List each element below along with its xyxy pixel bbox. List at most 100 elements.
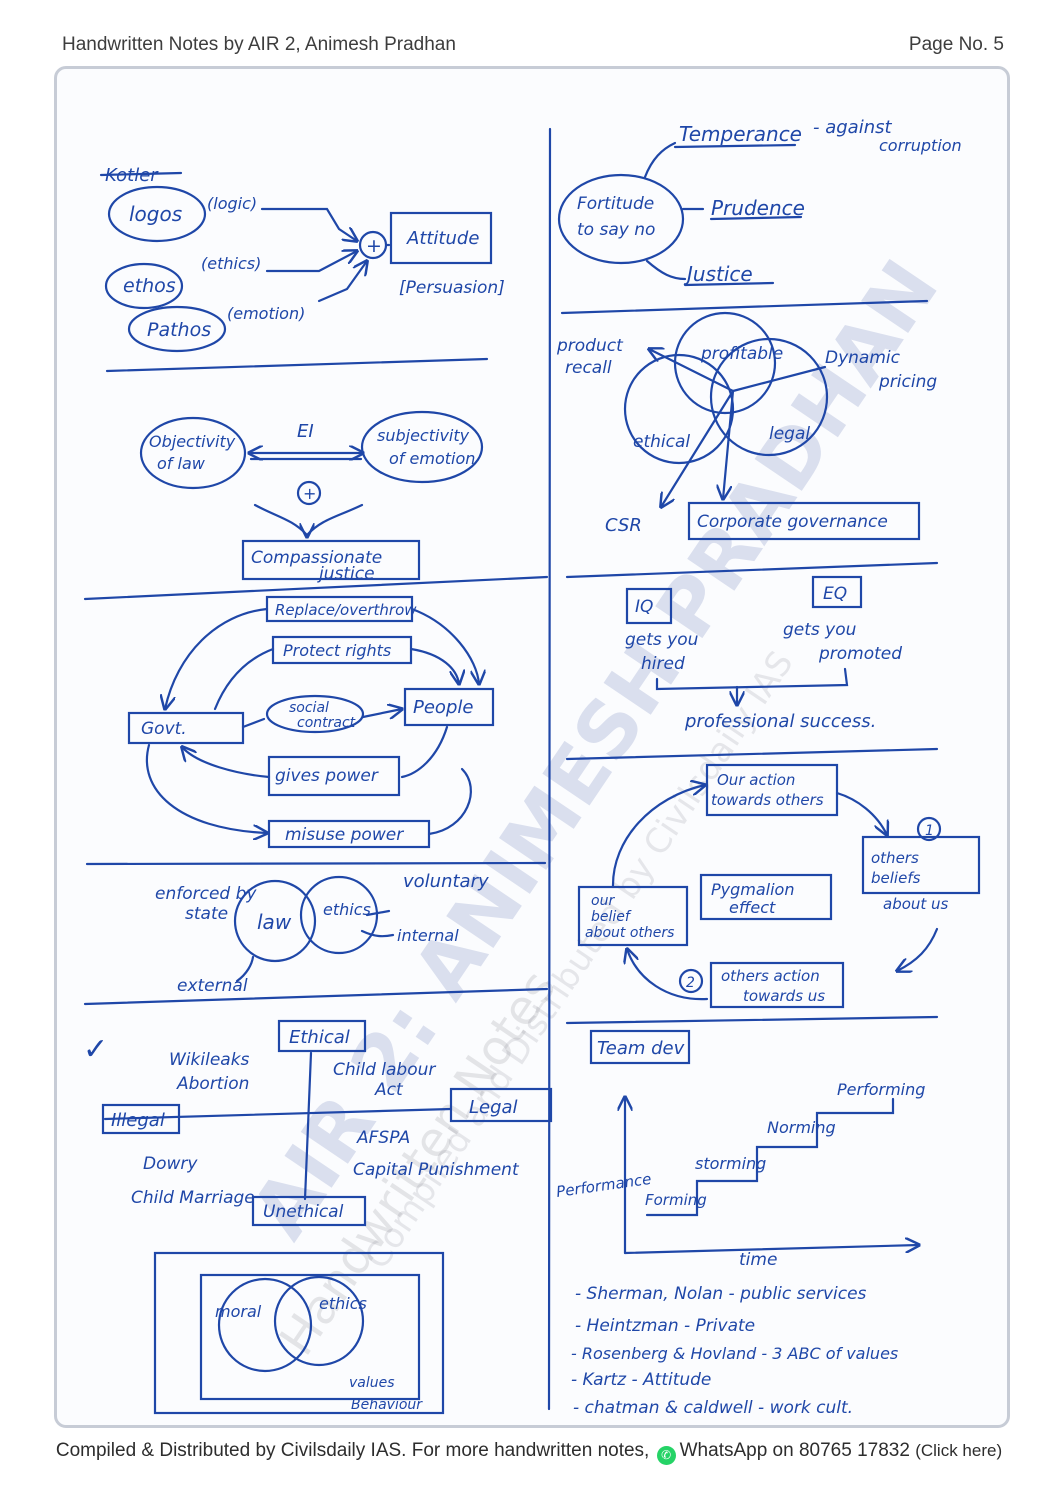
enforced-line2: state <box>185 904 228 924</box>
contract-line2: contract <box>297 715 356 731</box>
prudence-label: Prudence <box>711 196 805 220</box>
performance-axis-label: Performance <box>555 1170 652 1201</box>
logic-label: (logic) <box>207 194 257 213</box>
values-label: values <box>349 1375 395 1391</box>
thinker-5: - chatman & caldwell - work cult. <box>573 1398 853 1418</box>
ethics-legal-matrix: ✓ Ethical Illegal Legal Wikileaks Aborti… <box>83 1019 553 1227</box>
ethos-label: ethos <box>123 275 176 297</box>
eq-label: EQ <box>823 584 847 604</box>
team-dev-title: Team dev <box>597 1038 685 1059</box>
voluntary-label: voluntary <box>403 871 489 892</box>
ethics-box-label: ethics <box>319 1294 367 1313</box>
our-belief-line2: belief <box>591 909 632 925</box>
ethical-label: Ethical <box>289 1027 350 1048</box>
whatsapp-icon[interactable]: ✆ <box>656 1446 676 1465</box>
people-label: People <box>413 697 473 718</box>
others-beliefs-line3: about us <box>883 895 949 913</box>
pathos-label: Pathos <box>147 319 211 341</box>
thinker-4: - Kartz - Attitude <box>571 1370 711 1390</box>
ei-label: EI <box>297 421 314 442</box>
justice-label: justice <box>317 564 375 584</box>
afspa-label: AFSPA <box>356 1128 410 1148</box>
compassionate-label: Compassionate <box>251 548 382 568</box>
struck-word-kotler: Kotler <box>105 165 159 186</box>
subjectivity-line2: of emotion <box>389 449 475 468</box>
governance-label: Corporate governance <box>697 512 888 532</box>
professional-success-label: professional success. <box>684 711 876 732</box>
fortitude-line1: Fortitude <box>577 194 654 214</box>
legal-venn-label: legal <box>769 424 810 444</box>
thinker-3: - Rosenberg & Hovland - 3 ABC of values <box>571 1344 898 1363</box>
objectivity-line1: Objectivity <box>149 432 236 451</box>
notebook-page: AIR 2: ANIMESH PRADHAN Handwritten Notes… <box>54 66 1010 1428</box>
child-marriage-label: Child Marriage <box>131 1188 255 1208</box>
gives-power-label: gives power <box>275 766 379 786</box>
team-development-chart: Team dev Performance time Forming stormi… <box>555 1029 925 1270</box>
misuse-label: misuse power <box>285 825 404 845</box>
product-line2: recall <box>565 358 612 378</box>
our-action-line1: Our action <box>717 771 795 789</box>
pygmalion-diagram: Our action towards others 1 others belie… <box>577 763 981 1009</box>
ethics-circle-label: ethics <box>323 900 371 919</box>
pygmalion-line2: effect <box>729 898 776 917</box>
ethical-venn-label: ethical <box>633 432 690 452</box>
temperance-note-line2: corruption <box>879 136 962 155</box>
page-number: Page No. 5 <box>908 34 1004 55</box>
iq-eq-diagram: IQ EQ gets you hired gets you promoted p… <box>625 575 902 732</box>
temperance-note-line1: - against <box>813 117 892 138</box>
business-venn: product recall profitable Dynamic pricin… <box>556 311 937 541</box>
iq-note-line1: gets you <box>625 630 699 650</box>
handwritten-notes: Kotler logos (logic) ethos (ethics) Path… <box>83 117 981 1418</box>
illegal-label: Illegal <box>111 1110 165 1131</box>
iq-note-line2: hired <box>641 654 685 674</box>
our-belief-line3: about others <box>585 925 674 941</box>
protect-label: Protect rights <box>283 641 391 660</box>
abortion-label: Abortion <box>176 1074 249 1094</box>
capital-label: Capital Punishment <box>353 1160 520 1180</box>
persuasion-diagram: Kotler logos (logic) ethos (ethics) Path… <box>99 165 505 353</box>
persuasion-label: [Persuasion] <box>399 278 505 298</box>
logos-label: logos <box>129 202 182 226</box>
others-action-line2: towards us <box>743 987 825 1005</box>
thinker-2: - Heintzman - Private <box>575 1316 755 1336</box>
plus-sign: + <box>366 235 382 257</box>
thinker-1: - Sherman, Nolan - public services <box>575 1284 867 1304</box>
eq-note-line1: gets you <box>783 620 857 640</box>
subjectivity-line1: subjectivity <box>377 426 470 445</box>
dynamic-line1: Dynamic <box>825 348 901 368</box>
whatsapp-link[interactable]: WhatsApp on 80765 17832 <box>679 1440 910 1461</box>
eq-note-line2: promoted <box>818 644 902 664</box>
virtues-diagram: Temperance - against corruption Fortitud… <box>557 117 962 287</box>
law-label: law <box>257 910 292 934</box>
enforced-line1: enforced by <box>155 884 257 904</box>
footer-text: Compiled & Distributed by Civilsdaily IA… <box>55 1440 650 1461</box>
objectivity-line2: of law <box>157 454 206 473</box>
document-title: Handwritten Notes by AIR 2, Animesh Prad… <box>62 34 456 55</box>
ethics-label: (ethics) <box>201 254 261 273</box>
dividers <box>83 127 939 1411</box>
others-beliefs-line1: others <box>871 849 919 867</box>
fortitude-line2: to say no <box>577 220 655 240</box>
others-action-line1: others action <box>721 967 820 985</box>
social-contract-diagram: Replace/overthrow Protect rights Govt. s… <box>127 595 495 849</box>
contract-line1: social <box>289 700 329 716</box>
attitude-label: Attitude <box>406 228 479 249</box>
wikileaks-label: Wikileaks <box>169 1050 250 1070</box>
step-one: 1 <box>925 823 934 839</box>
tick-mark: ✓ <box>83 1032 108 1067</box>
temperance-label: Temperance <box>679 122 802 146</box>
behaviour-label: Behaviour <box>351 1397 423 1413</box>
unethical-label: Unethical <box>263 1202 344 1222</box>
moral-ethics-box: moral ethics values Behaviour <box>153 1251 445 1415</box>
our-action-line2: towards others <box>711 791 824 809</box>
click-here-link[interactable]: (Click here) <box>915 1441 1003 1460</box>
profitable-label: profitable <box>700 344 783 364</box>
emotion-label: (emotion) <box>227 304 305 323</box>
dowry-label: Dowry <box>143 1154 198 1174</box>
child-labour-line1: Child labour <box>333 1060 436 1080</box>
justice-virtue-label: Justice <box>683 262 753 286</box>
iq-label: IQ <box>635 597 653 617</box>
govt-label: Govt. <box>141 719 187 739</box>
product-line1: product <box>556 336 624 356</box>
stage-norming: Norming <box>767 1118 836 1137</box>
